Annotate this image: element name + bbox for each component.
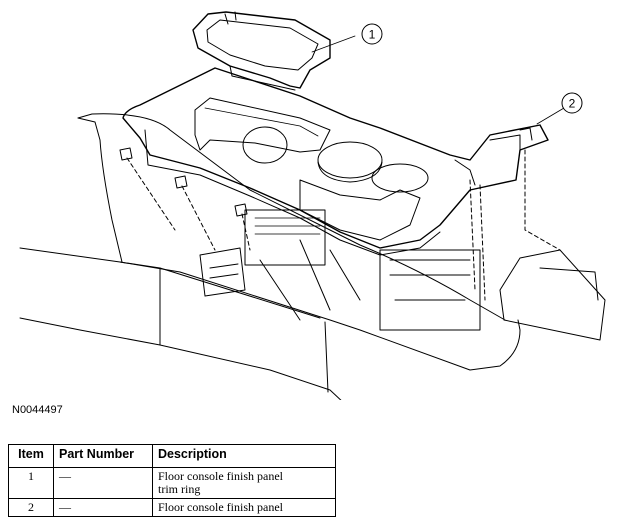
table-row: 2 — Floor console finish panel xyxy=(8,498,336,517)
table-header-row: Item Part Number Description xyxy=(8,444,336,468)
callout-1-circle xyxy=(361,23,383,45)
row-1-description-line-1: Floor console finish panel xyxy=(158,469,283,483)
row-1-description: Floor console finish panel trim ring xyxy=(152,467,336,499)
header-part-number: Part Number xyxy=(53,444,153,468)
row-2-description: Floor console finish panel xyxy=(152,498,336,517)
row-1-item: 1 xyxy=(8,467,54,499)
figure-identifier: N0044497 xyxy=(12,404,63,416)
callout-2-label: 2 xyxy=(569,97,576,111)
row-2-part-number: — xyxy=(53,498,153,517)
row-2-description-line-1: Floor console finish panel xyxy=(158,500,283,514)
table-row: 1 — Floor console finish panel trim ring xyxy=(8,467,336,499)
header-item: Item xyxy=(8,444,54,468)
header-description: Description xyxy=(152,444,336,468)
callout-1-label: 1 xyxy=(369,28,376,42)
parts-table: Item Part Number Description 1 — Floor c… xyxy=(8,444,336,517)
console-exploded-illustration: 1 2 xyxy=(19,11,606,400)
row-2-item: 2 xyxy=(8,498,54,517)
callout-2-circle xyxy=(561,92,583,114)
row-1-description-line-2: trim ring xyxy=(158,482,201,496)
row-1-part-number: — xyxy=(53,467,153,499)
